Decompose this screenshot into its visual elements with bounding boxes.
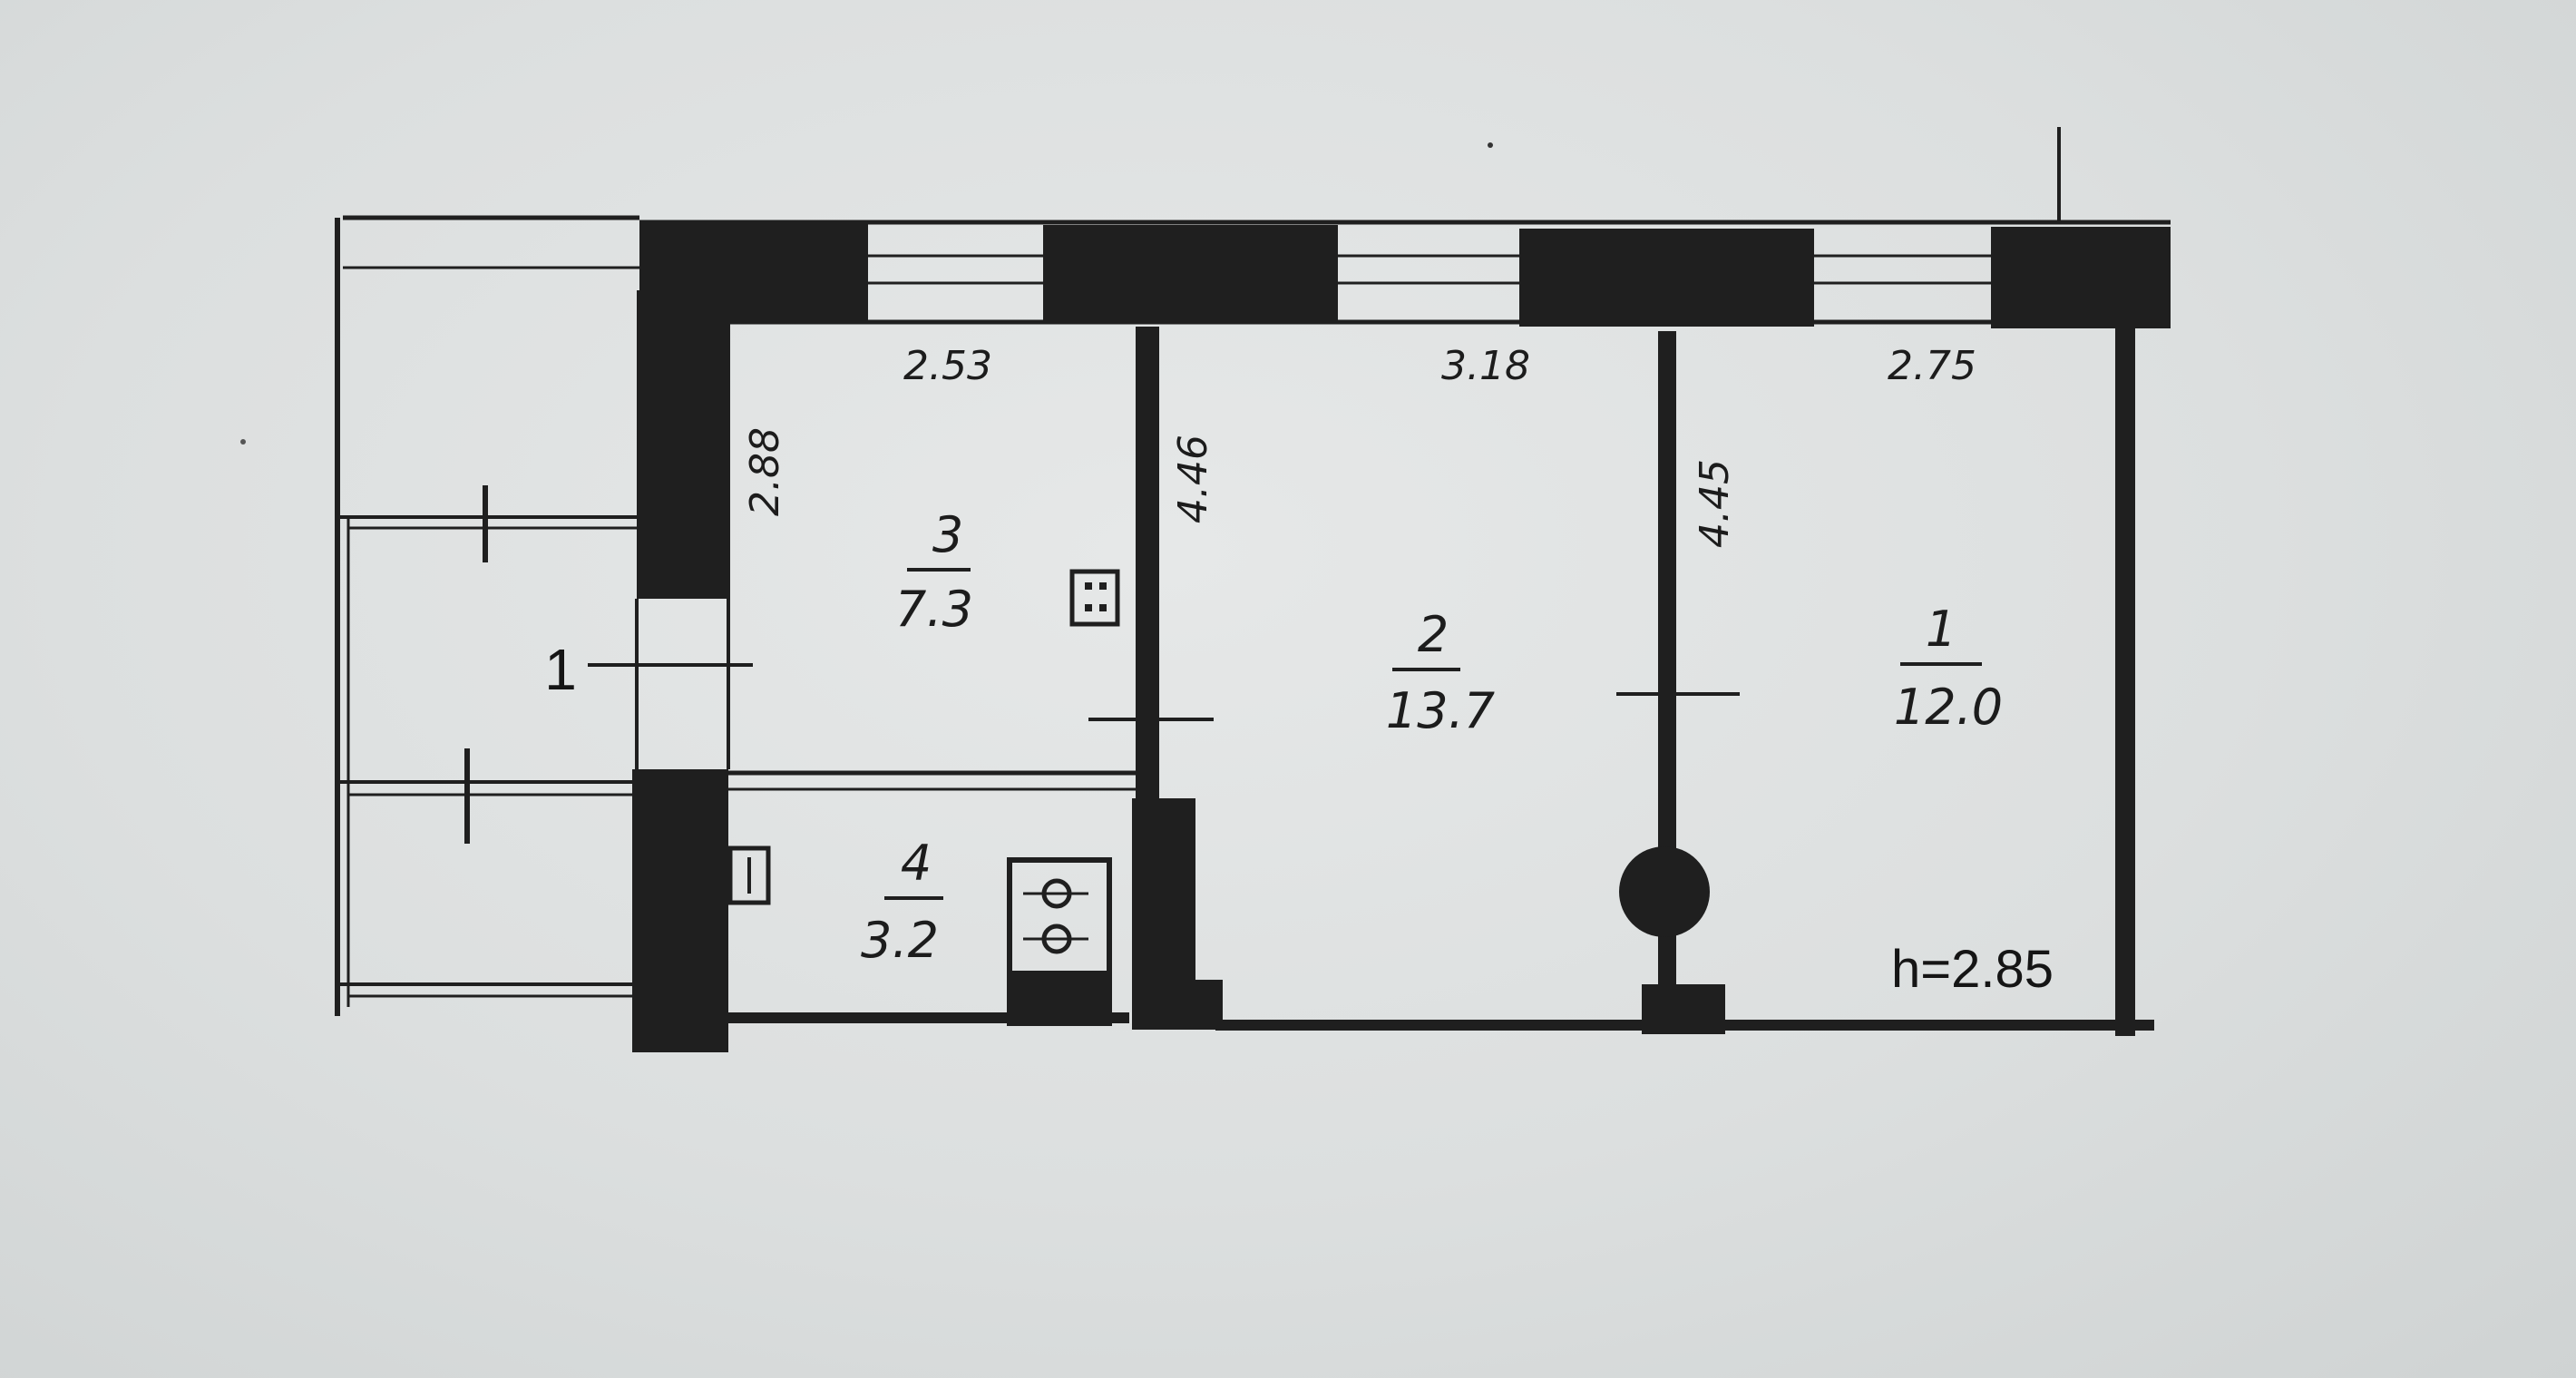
stove-base bbox=[1010, 971, 1109, 1023]
interior-partitions bbox=[728, 327, 1740, 1030]
room-labels: 1 12.0 2 13.7 3 7.3 4 3.2 bbox=[861, 506, 2003, 969]
partition-block-kitchen bbox=[1132, 798, 1195, 1030]
fixtures bbox=[727, 569, 1120, 1026]
dim-room2-depth: 4.46 bbox=[1170, 435, 1216, 523]
ventilation-icon bbox=[1069, 569, 1120, 627]
left-wall-upper bbox=[637, 290, 730, 599]
ventilation-dot-4 bbox=[1099, 604, 1107, 611]
right-exterior-wall bbox=[2115, 328, 2135, 1036]
balcony bbox=[335, 215, 639, 1016]
room-3-area: 7.3 bbox=[895, 581, 973, 638]
top-exterior-wall bbox=[639, 127, 2171, 328]
ventilation-dot-1 bbox=[1085, 582, 1092, 590]
room-1-label: 1 12.0 bbox=[1894, 601, 2003, 736]
bottom-wall-block bbox=[1642, 984, 1725, 1034]
dim-room1-depth: 4.45 bbox=[1692, 459, 1738, 548]
partition-room2-room1 bbox=[1658, 331, 1676, 989]
dim-room1-width: 2.75 bbox=[1888, 343, 1976, 389]
dimension-labels: 2.53 3.18 2.75 2.88 4.46 4.45 bbox=[742, 343, 1976, 548]
ceiling-height-label: h=2.85 bbox=[1891, 940, 2054, 999]
dim-room2-width: 3.18 bbox=[1441, 343, 1530, 389]
chimney-column bbox=[1619, 846, 1710, 937]
room-4-area: 3.2 bbox=[861, 912, 939, 969]
room-4-number: 4 bbox=[901, 835, 932, 892]
left-exterior-wall bbox=[632, 290, 730, 1052]
sink-icon bbox=[727, 845, 771, 905]
left-wall-lower bbox=[632, 769, 728, 1052]
section-label: 1 bbox=[544, 637, 577, 702]
room-2-area: 13.7 bbox=[1386, 682, 1495, 739]
stray-mark-1 bbox=[1488, 142, 1493, 148]
room-3-label: 3 7.3 bbox=[895, 506, 973, 638]
wall-pier-2 bbox=[1043, 225, 1338, 320]
room-2-number: 2 bbox=[1418, 606, 1449, 663]
dim-room3-width: 2.53 bbox=[903, 343, 992, 389]
partition-foot bbox=[1188, 980, 1223, 1030]
stray-mark-2 bbox=[240, 439, 246, 445]
room-1-area: 12.0 bbox=[1894, 679, 2003, 736]
room-3-number: 3 bbox=[932, 506, 963, 563]
room-1-number: 1 bbox=[1926, 601, 1956, 658]
ventilation-dot-3 bbox=[1085, 604, 1092, 611]
section-marker: 1 bbox=[544, 637, 753, 702]
wall-pier-3 bbox=[1519, 229, 1814, 327]
wall-pier-4 bbox=[1991, 227, 2171, 328]
room-4-label: 4 3.2 bbox=[861, 835, 943, 969]
dim-room3-depth: 2.88 bbox=[742, 427, 788, 516]
ventilation-dot-2 bbox=[1099, 582, 1107, 590]
partition-room3-room2 bbox=[1136, 327, 1159, 798]
room-2-label: 2 13.7 bbox=[1386, 606, 1495, 739]
